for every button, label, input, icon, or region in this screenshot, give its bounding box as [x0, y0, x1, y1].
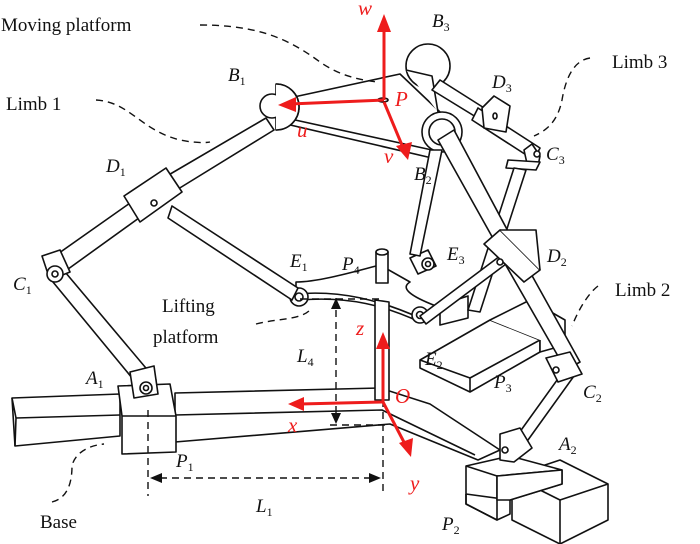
leader-limb2 [571, 285, 599, 327]
label-axis-w: w [358, 0, 372, 20]
leader-moving-platform [199, 24, 379, 83]
label-axis-u: u [297, 118, 308, 142]
axis-v [382, 101, 406, 151]
label-axis-x: x [287, 413, 298, 437]
base [11, 299, 609, 544]
callout-limb1: Limb 1 [6, 94, 61, 115]
limb-2 [419, 129, 583, 463]
label-e3: E3 [446, 244, 465, 267]
callout-lifting-line1: Lifting [162, 296, 215, 317]
leader-lifting-platform [255, 309, 311, 325]
axis-x [299, 400, 384, 406]
label-c3: C3 [546, 144, 565, 167]
leader-limb1 [95, 99, 211, 144]
axis-u [289, 98, 385, 106]
label-p1: P1 [175, 451, 194, 474]
label-b1: B1 [228, 65, 246, 88]
label-b2: B2 [414, 164, 432, 187]
base-frame [288, 332, 413, 457]
label-l1: L1 [255, 496, 273, 519]
label-axis-y: y [408, 471, 420, 495]
limb-1 [41, 117, 299, 399]
joint-c2 [545, 351, 583, 383]
joint-a2 [499, 427, 533, 463]
dimension-l1 [147, 400, 384, 496]
label-d3: D3 [491, 72, 512, 95]
callout-limb3: Limb 3 [612, 52, 667, 73]
joint-d1 [123, 167, 183, 223]
callout-lifting-line2: platform [153, 327, 219, 348]
label-a1: A1 [84, 368, 104, 391]
label-a2: A2 [557, 434, 577, 457]
slider-p1 [117, 383, 177, 455]
dimension-l4 [300, 298, 386, 426]
pin-p4 [375, 251, 389, 284]
leader-base [51, 443, 105, 503]
callout-limb2: Limb 2 [615, 280, 670, 301]
label-p3: P3 [493, 372, 512, 395]
label-e2: E2 [424, 349, 443, 372]
label-c1: C1 [13, 274, 32, 297]
label-origin-o: O [395, 384, 410, 408]
label-l4: L4 [296, 346, 314, 369]
label-axis-z: z [355, 316, 364, 340]
label-d2: D2 [546, 246, 567, 269]
label-e1: E1 [289, 251, 308, 274]
callout-moving-platform: Moving platform [1, 15, 132, 36]
leader-limb3 [533, 57, 591, 137]
label-point-p: P [394, 87, 408, 111]
base-rail-middle [174, 387, 501, 461]
moving-frame [278, 14, 412, 160]
label-axis-v: v [384, 144, 394, 168]
label-p2: P2 [441, 514, 460, 537]
label-b3: B3 [432, 11, 450, 34]
base-rail-left [11, 393, 121, 447]
label-c2: C2 [583, 382, 602, 405]
callout-base: Base [40, 512, 77, 533]
label-p4: P4 [341, 254, 360, 277]
label-d1: D1 [105, 156, 126, 179]
slider-p2 [465, 455, 563, 521]
axis-y [381, 401, 408, 447]
